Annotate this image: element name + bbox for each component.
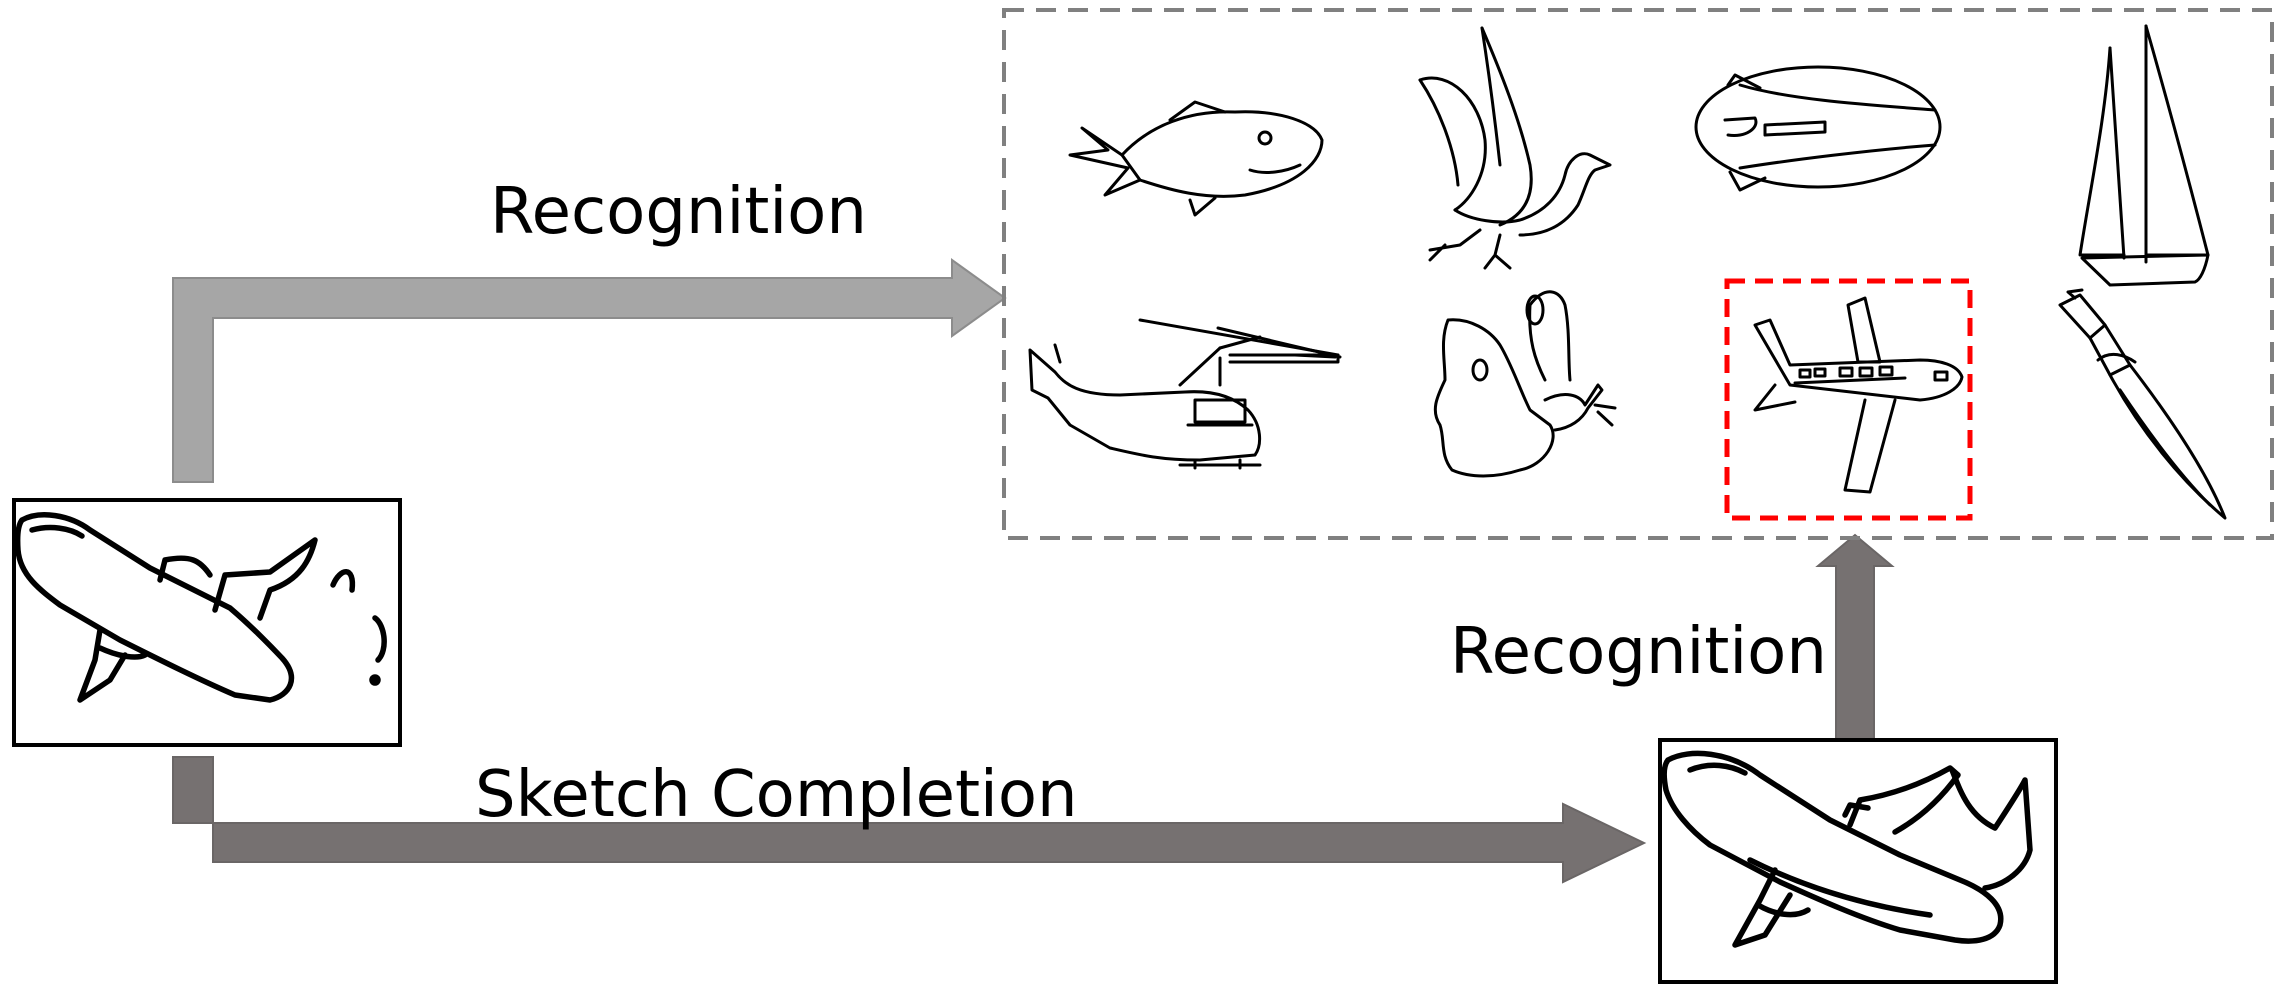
recognition-arrow-top [172,258,1007,483]
input-sketch-frame [12,498,402,747]
helicopter-sketch-icon [1028,318,1342,470]
butterfly-sketch-icon [1433,290,1617,478]
bird-sketch-icon [1418,26,1612,270]
fish-sketch-icon [1068,100,1324,217]
recognition-gallery-box [1002,8,2274,540]
completed-sketch-frame [1658,738,2058,984]
knife-sketch-icon [2058,288,2227,520]
completed-airplane-sketch-icon [1661,750,2033,948]
recognized-airplane-highlight [1724,278,1973,521]
airplane-sketch-icon [1753,296,1964,494]
sketch-completion-arrow [172,756,1647,884]
partial-airplane-sketch-icon [14,512,387,703]
recognition-arrow-right [1815,533,1895,741]
sailboat-sketch-icon [2078,24,2210,287]
recognition-label-right: Recognition [1450,615,1827,689]
blimp-sketch-icon [1694,65,1942,192]
sketch-completion-label: Sketch Completion [475,758,1078,832]
recognition-label-top: Recognition [490,175,867,249]
